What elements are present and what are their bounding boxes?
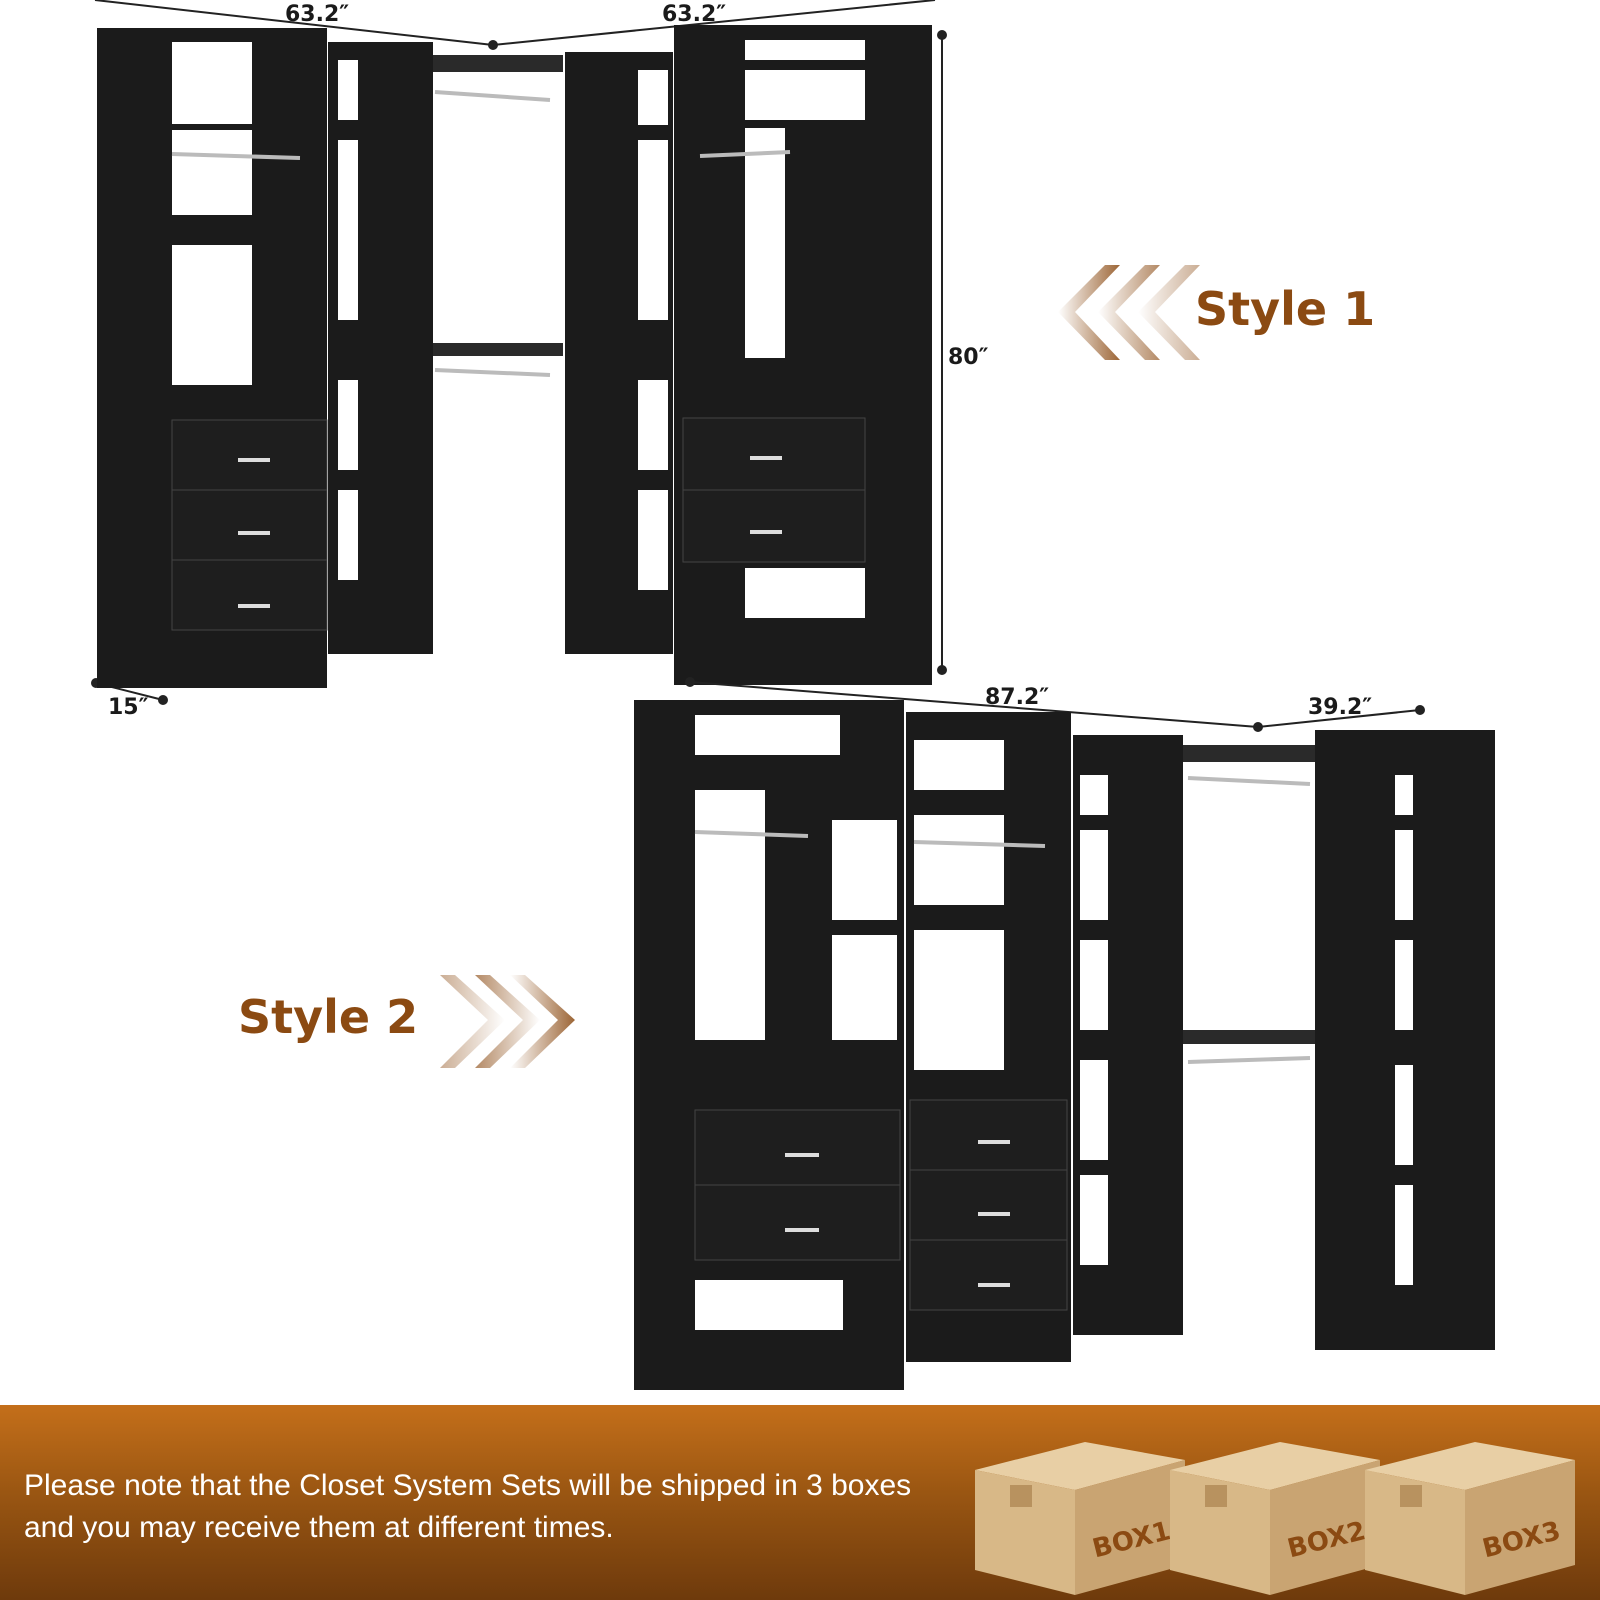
dimension-label: 63.2″: [285, 2, 350, 27]
style2-closet: [634, 677, 1495, 1390]
shipping-box-icon: BOX2: [1170, 1442, 1380, 1595]
shipping-box-icon: BOX3: [1365, 1442, 1575, 1595]
shipping-notice-text: Please note that the Closet System Sets …: [24, 1469, 912, 1544]
dimension-label: 87.2″: [985, 685, 1050, 710]
style2-dimension-lines: [685, 677, 1425, 732]
arrow-right-chevrons-icon: [440, 975, 575, 1068]
dimension-label: 15″: [108, 695, 149, 720]
dimension-label: 80″: [948, 345, 989, 370]
closet-illustration: [91, 0, 1495, 1390]
style-2-label: Style 2: [238, 990, 419, 1044]
style1-closet: [91, 0, 947, 705]
style2-corner-rod-section: [1183, 745, 1315, 1064]
dimension-label: 63.2″: [662, 2, 727, 27]
style1-right-tower: [674, 25, 932, 685]
shipping-boxes: BOX1 BOX2 BOX3: [975, 1442, 1575, 1595]
style2-side-tower: [1315, 730, 1495, 1350]
style1-corner-rod-section: [433, 55, 563, 377]
style1-right-shelf-unit: [565, 52, 673, 654]
style-1-label: Style 1: [1195, 282, 1376, 336]
style2-left-tower: [634, 700, 904, 1390]
shipping-box-icon: BOX1: [975, 1442, 1185, 1595]
style1-left-shelf-unit: [328, 42, 433, 654]
style2-shelf-unit: [1073, 735, 1183, 1335]
style1-left-tower: [97, 28, 328, 688]
dimension-label: 39.2″: [1308, 695, 1373, 720]
style2-middle-tower: [906, 712, 1071, 1362]
arrow-left-chevrons-icon: [1058, 265, 1200, 360]
